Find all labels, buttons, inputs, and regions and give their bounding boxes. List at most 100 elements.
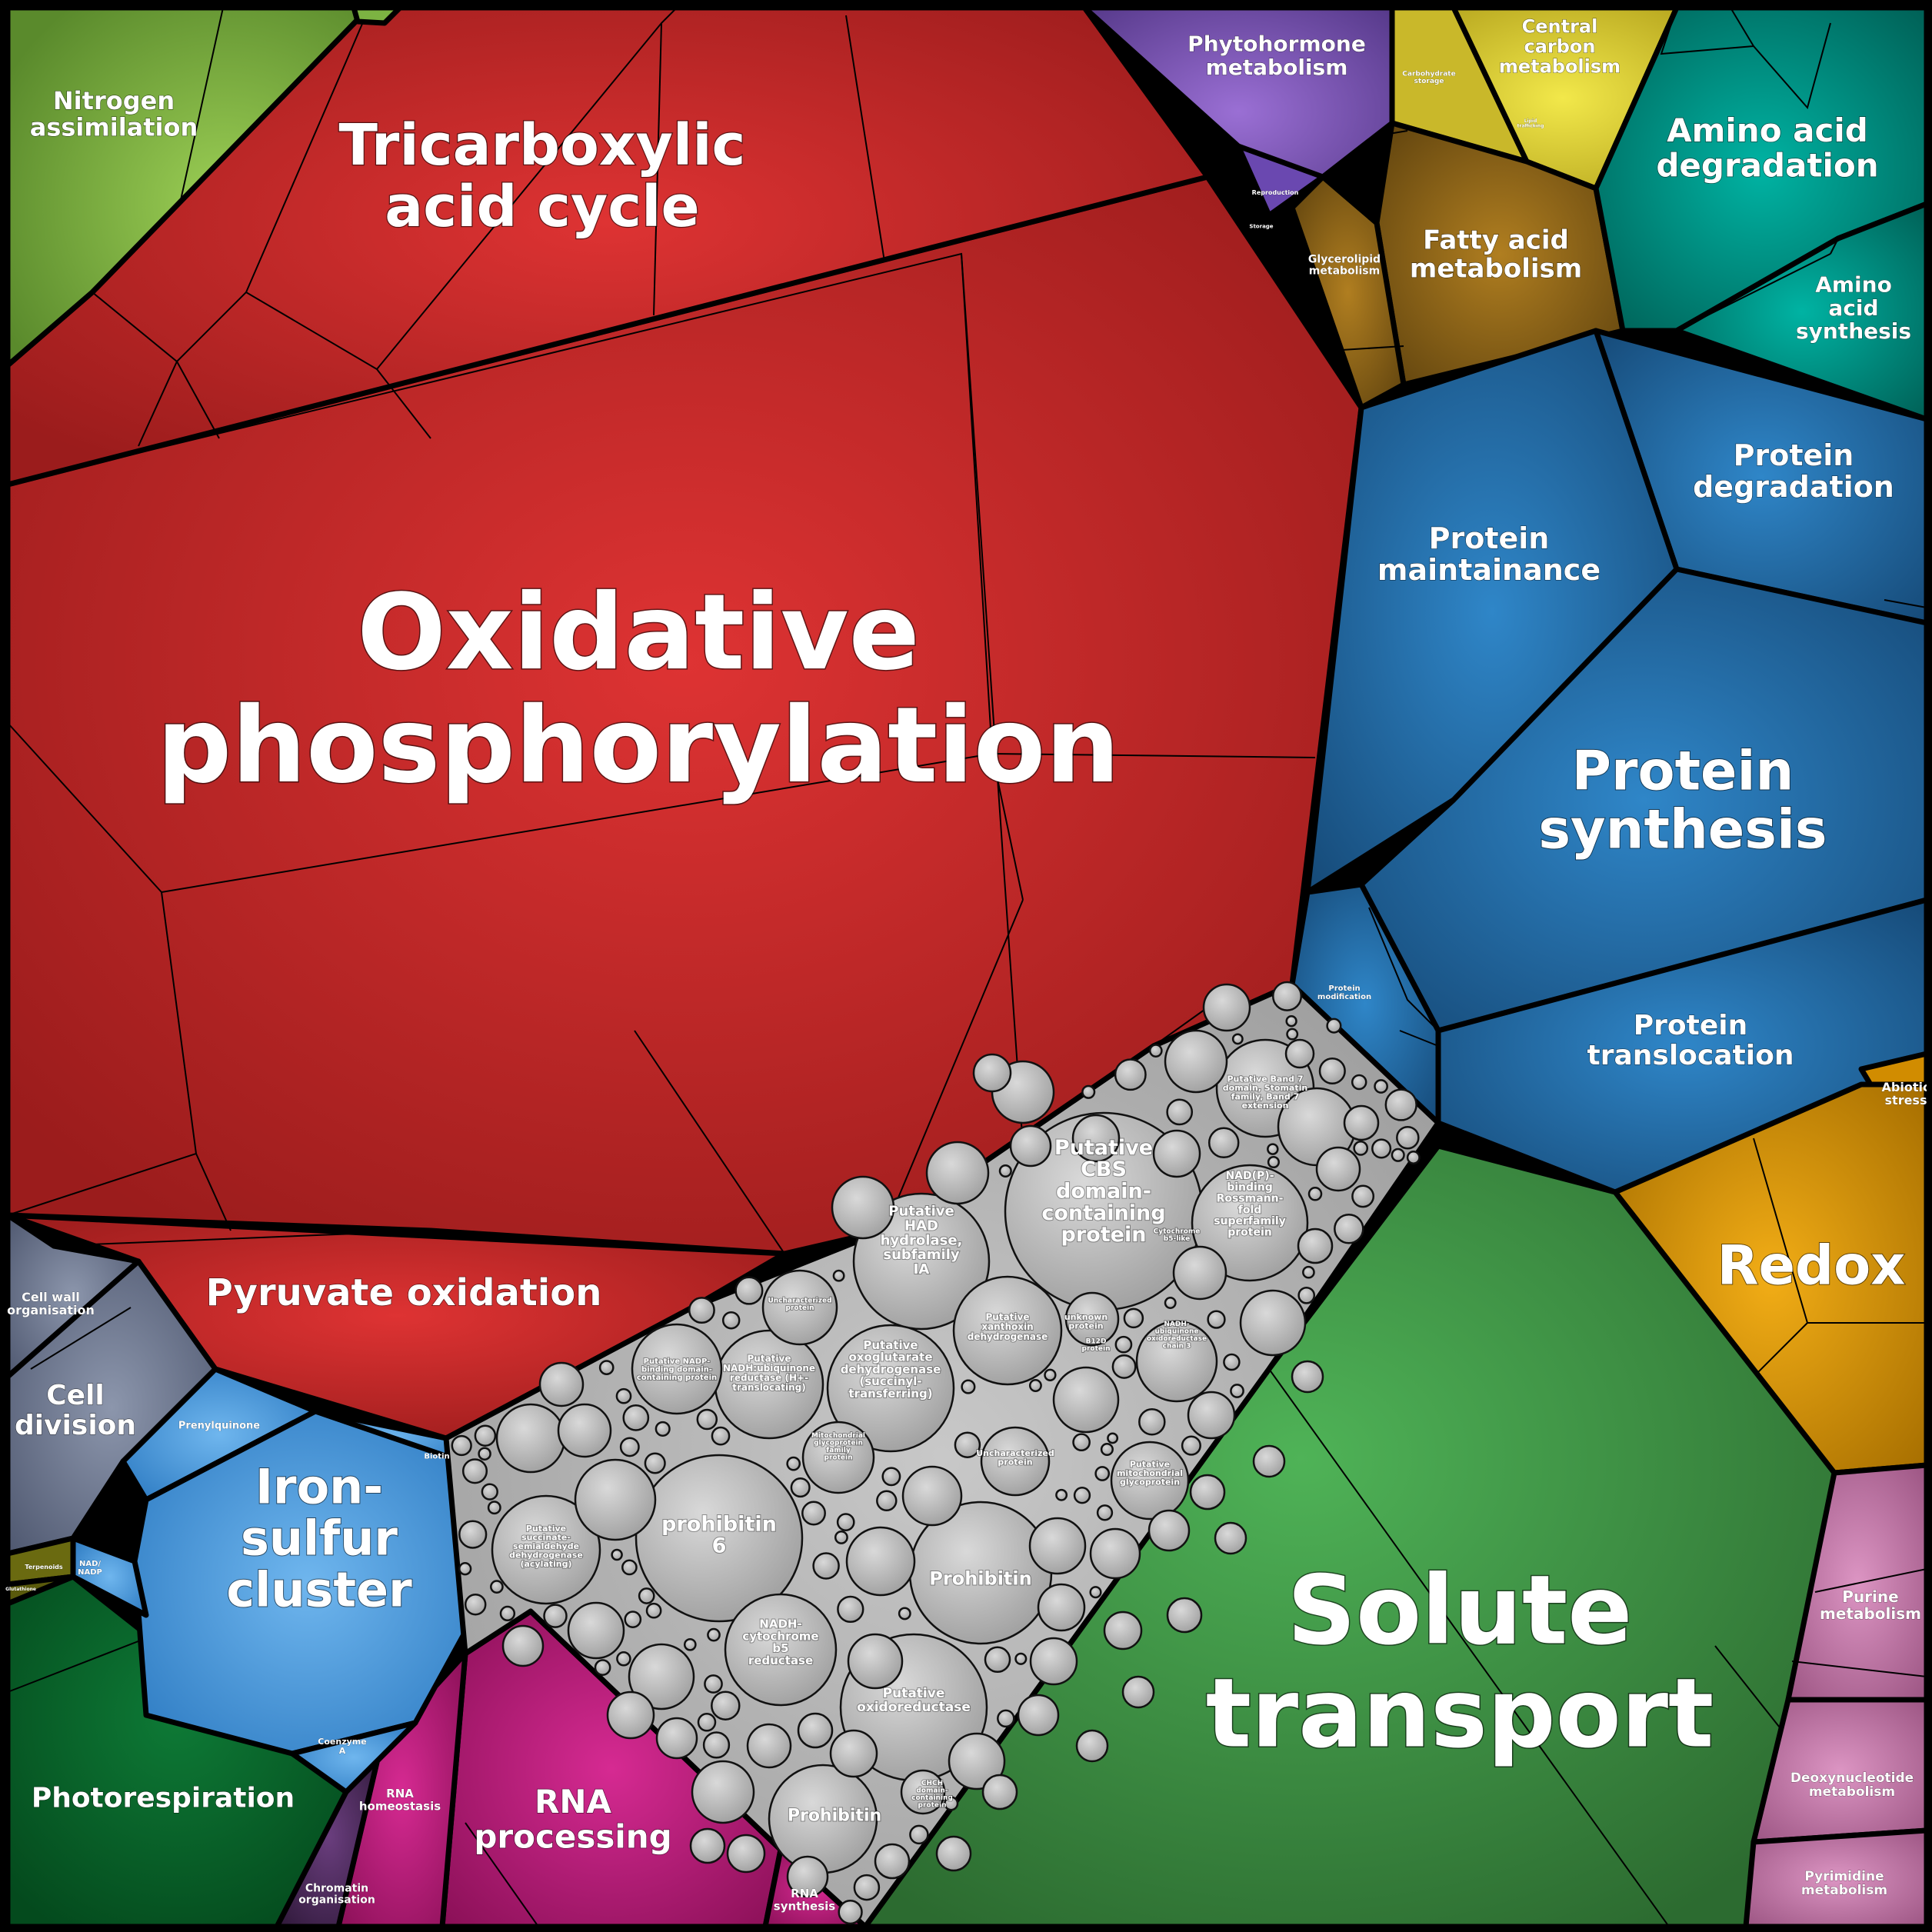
protein-bubble[interactable] bbox=[1391, 1148, 1405, 1162]
protein-bubble[interactable] bbox=[1214, 1521, 1247, 1555]
protein-bubble[interactable] bbox=[853, 1874, 881, 1901]
protein-bubble[interactable] bbox=[1164, 1029, 1228, 1094]
protein-bubble[interactable] bbox=[458, 1520, 488, 1549]
protein-bubble[interactable] bbox=[1148, 1509, 1191, 1552]
protein-bubble[interactable] bbox=[1189, 1474, 1226, 1511]
cell-reproduction[interactable] bbox=[1235, 143, 1326, 218]
protein-bubble[interactable] bbox=[1135, 1320, 1218, 1403]
protein-bubble[interactable] bbox=[1406, 1151, 1421, 1164]
protein-bubble[interactable] bbox=[702, 1731, 731, 1759]
protein-bubble[interactable] bbox=[1009, 1124, 1052, 1168]
protein-bubble[interactable] bbox=[1291, 1360, 1324, 1394]
cell-coenzyme-a[interactable] bbox=[289, 1720, 418, 1795]
protein-bubble[interactable] bbox=[1089, 1586, 1102, 1599]
protein-bubble[interactable] bbox=[1297, 1227, 1334, 1264]
protein-bubble[interactable] bbox=[1114, 1058, 1147, 1091]
protein-bubble[interactable] bbox=[1148, 1044, 1163, 1058]
protein-bubble[interactable] bbox=[1110, 1441, 1190, 1521]
cell-nitrogen-assimilation[interactable] bbox=[5, 5, 372, 368]
protein-bubble[interactable] bbox=[874, 1843, 911, 1880]
protein-bubble[interactable] bbox=[624, 1611, 642, 1628]
protein-bubble[interactable] bbox=[1307, 1187, 1323, 1201]
protein-bubble[interactable] bbox=[972, 1053, 1012, 1093]
protein-bubble[interactable] bbox=[980, 1426, 1051, 1497]
protein-bubble[interactable] bbox=[683, 1637, 697, 1651]
protein-bubble[interactable] bbox=[464, 1593, 487, 1616]
protein-bubble[interactable] bbox=[801, 1501, 826, 1526]
protein-bubble[interactable] bbox=[1064, 1291, 1120, 1347]
protein-bubble[interactable] bbox=[1371, 1138, 1392, 1159]
protein-bubble[interactable] bbox=[1166, 1098, 1194, 1126]
protein-bubble[interactable] bbox=[697, 1713, 717, 1732]
protein-bubble[interactable] bbox=[1326, 1018, 1342, 1034]
protein-bubble[interactable] bbox=[961, 1379, 976, 1394]
protein-bubble[interactable] bbox=[901, 1465, 963, 1527]
protein-bubble[interactable] bbox=[1351, 1184, 1375, 1208]
protein-bubble[interactable] bbox=[1343, 1104, 1380, 1141]
protein-bubble[interactable] bbox=[691, 1760, 755, 1824]
protein-bubble[interactable] bbox=[826, 1324, 955, 1453]
protein-bubble[interactable] bbox=[655, 1717, 698, 1760]
protein-bubble[interactable] bbox=[1111, 1354, 1137, 1379]
protein-bubble[interactable] bbox=[881, 1467, 901, 1487]
protein-bubble[interactable] bbox=[458, 1562, 472, 1576]
protein-bubble[interactable] bbox=[1239, 1289, 1307, 1357]
protein-bubble[interactable] bbox=[935, 1835, 972, 1872]
protein-bubble[interactable] bbox=[645, 1602, 662, 1619]
protein-bubble[interactable] bbox=[1164, 1297, 1177, 1309]
protein-bubble[interactable] bbox=[954, 1431, 981, 1458]
protein-bubble[interactable] bbox=[1107, 1432, 1119, 1444]
protein-bubble[interactable] bbox=[1315, 1146, 1361, 1192]
protein-bubble[interactable] bbox=[1072, 1433, 1091, 1452]
protein-bubble[interactable] bbox=[1100, 1442, 1114, 1457]
protein-bubble[interactable] bbox=[1123, 1307, 1144, 1329]
protein-bubble[interactable] bbox=[461, 1458, 488, 1484]
protein-bubble[interactable] bbox=[1028, 1379, 1042, 1392]
protein-bubble[interactable] bbox=[797, 1712, 834, 1749]
protein-bubble[interactable] bbox=[1286, 1028, 1299, 1041]
protein-bubble[interactable] bbox=[1166, 1597, 1203, 1634]
protein-bubble[interactable] bbox=[644, 1452, 666, 1474]
protein-bubble[interactable] bbox=[726, 1834, 766, 1874]
protein-bubble[interactable] bbox=[1094, 1466, 1111, 1481]
protein-bubble[interactable] bbox=[655, 1421, 671, 1437]
protein-bubble[interactable] bbox=[1114, 1335, 1133, 1354]
protein-bubble[interactable] bbox=[876, 1490, 898, 1512]
protein-bubble[interactable] bbox=[838, 1899, 863, 1925]
protein-bubble[interactable] bbox=[1374, 1079, 1388, 1094]
protein-bubble[interactable] bbox=[952, 1275, 1063, 1386]
protein-bubble[interactable] bbox=[707, 1627, 721, 1642]
protein-bubble[interactable] bbox=[944, 1796, 959, 1811]
protein-bubble[interactable] bbox=[1252, 1444, 1286, 1478]
protein-bubble[interactable] bbox=[948, 1732, 1006, 1790]
protein-bubble[interactable] bbox=[501, 1624, 545, 1667]
protein-bubble[interactable] bbox=[616, 1651, 631, 1667]
protein-bubble[interactable] bbox=[1223, 1353, 1241, 1371]
protein-bubble[interactable] bbox=[1073, 1487, 1091, 1504]
protein-bubble[interactable] bbox=[481, 1483, 498, 1501]
protein-bubble[interactable] bbox=[567, 1601, 625, 1660]
protein-bubble[interactable] bbox=[845, 1526, 916, 1597]
protein-bubble[interactable] bbox=[1207, 1310, 1226, 1329]
protein-bubble[interactable] bbox=[1075, 1729, 1109, 1763]
protein-bubble[interactable] bbox=[611, 1548, 623, 1561]
protein-bubble[interactable] bbox=[981, 1774, 1018, 1810]
protein-bubble[interactable] bbox=[491, 1494, 601, 1605]
protein-bubble[interactable] bbox=[628, 1643, 695, 1710]
protein-bubble[interactable] bbox=[734, 1276, 764, 1305]
protein-bubble[interactable] bbox=[1044, 1368, 1057, 1381]
protein-bubble[interactable] bbox=[1267, 1143, 1279, 1155]
protein-bubble[interactable] bbox=[1230, 1384, 1244, 1398]
protein-bubble[interactable] bbox=[619, 1437, 640, 1457]
protein-bubble[interactable] bbox=[1152, 1129, 1201, 1178]
protein-bubble[interactable] bbox=[898, 1607, 911, 1621]
protein-bubble[interactable] bbox=[801, 1421, 875, 1494]
protein-bubble[interactable] bbox=[711, 1690, 741, 1720]
cell-nitrogen-minor[interactable] bbox=[351, 5, 403, 26]
protein-bubble[interactable] bbox=[689, 1827, 726, 1864]
protein-bubble[interactable] bbox=[631, 1323, 723, 1415]
protein-bubble[interactable] bbox=[837, 1595, 864, 1624]
protein-bubble[interactable] bbox=[831, 1175, 895, 1240]
protein-bubble[interactable] bbox=[998, 1164, 1012, 1178]
protein-bubble[interactable] bbox=[1103, 1611, 1143, 1651]
